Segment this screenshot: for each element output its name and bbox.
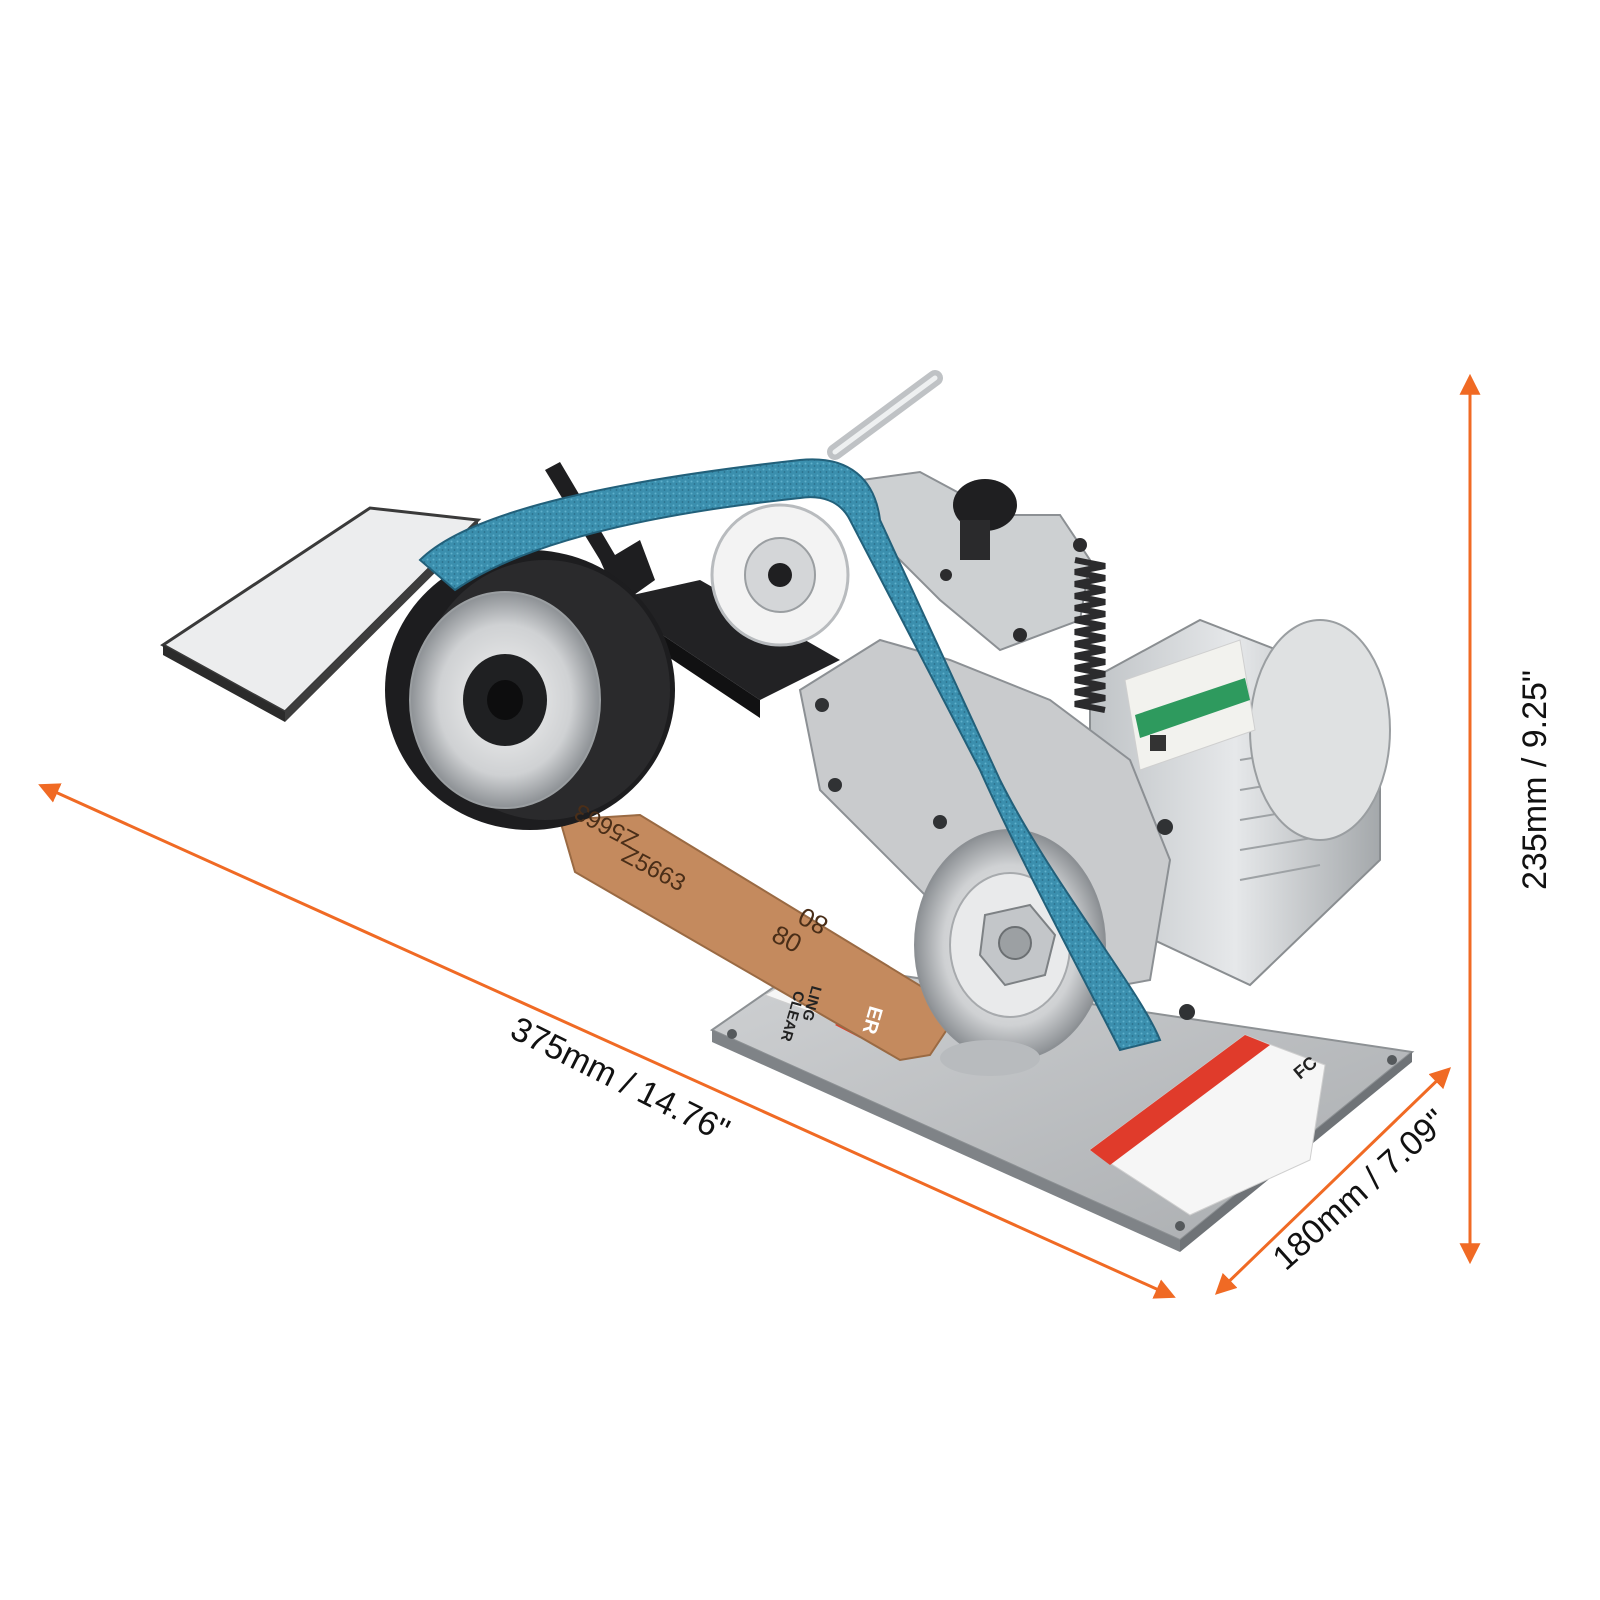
work-rest-plate	[160, 506, 482, 722]
tension-knob	[953, 479, 1017, 560]
tension-spring	[1074, 557, 1106, 713]
motor	[1089, 618, 1391, 987]
depth-arrow	[1214, 1067, 1452, 1295]
idler-wheel	[710, 503, 850, 647]
motor-label	[1124, 639, 1256, 771]
length-arrow	[38, 783, 1176, 1299]
base-plate	[709, 960, 1415, 1252]
strap-marking: Z5663	[617, 841, 690, 897]
contact-wheel	[385, 550, 675, 830]
rating-label	[1089, 1034, 1326, 1216]
base-sticker-text: ER	[857, 1004, 886, 1037]
dimension-arrows	[38, 373, 1481, 1299]
sanding-strap	[558, 813, 962, 1062]
certification-mark: FC	[1290, 1052, 1321, 1083]
sanding-belt	[418, 458, 1162, 1052]
